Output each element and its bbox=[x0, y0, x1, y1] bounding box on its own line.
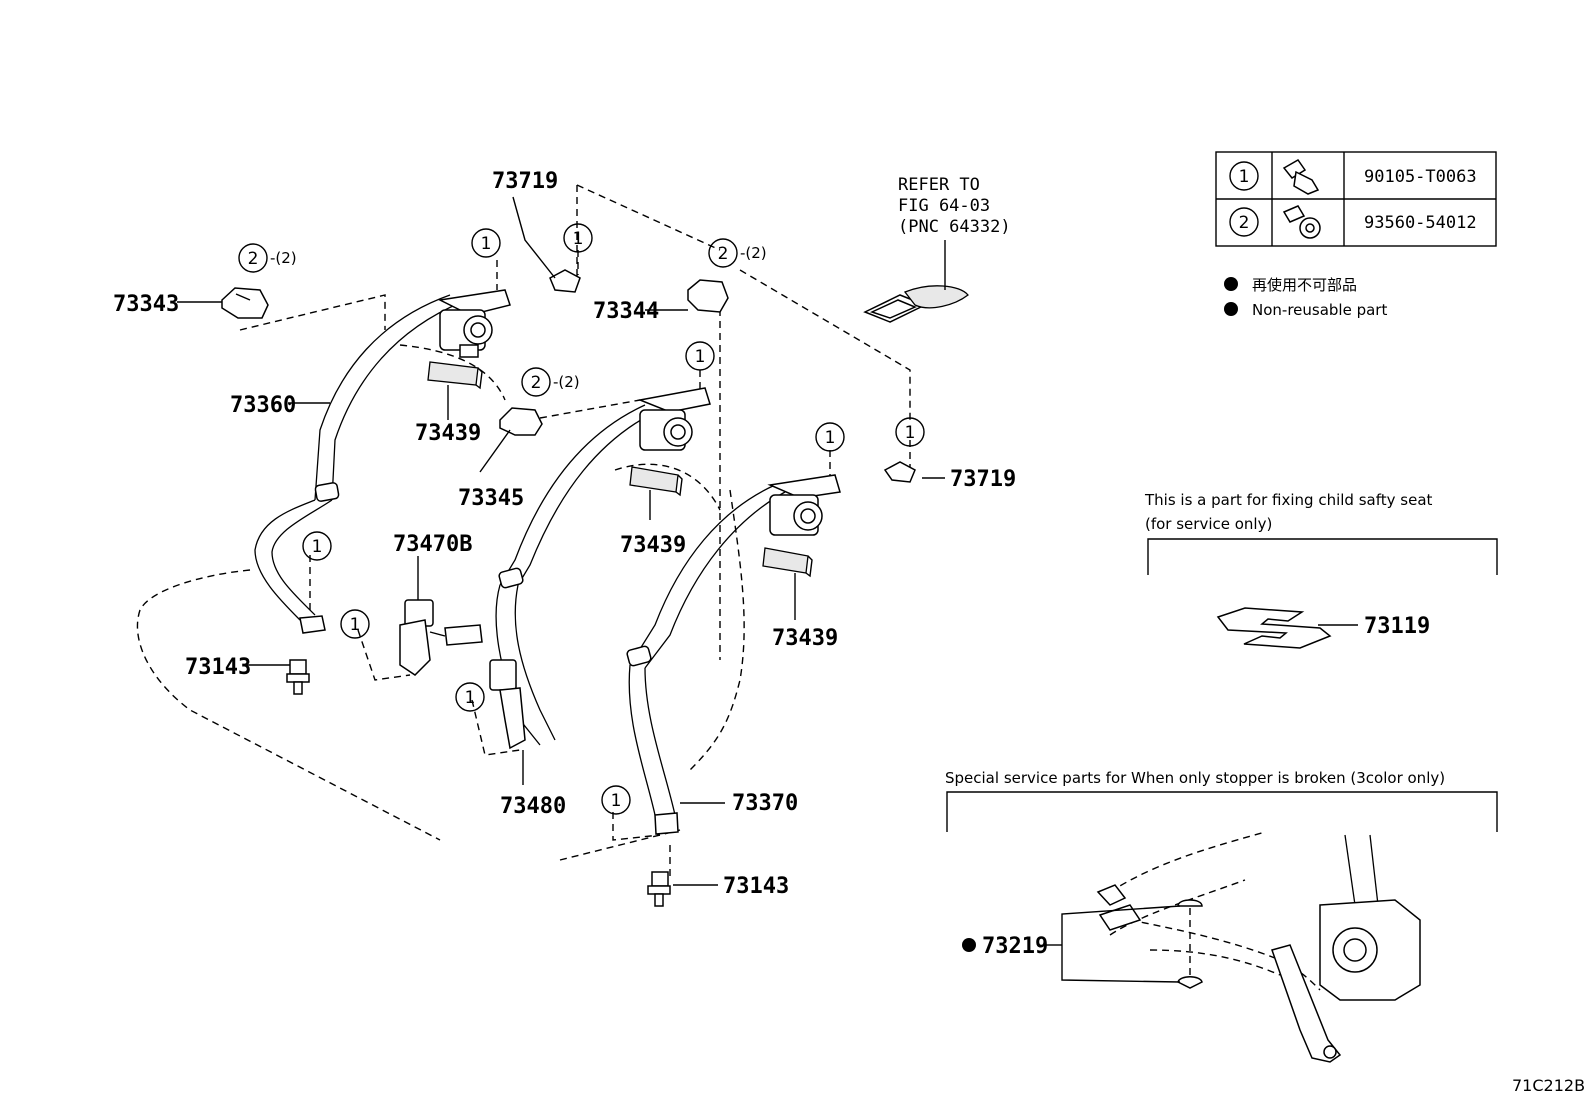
child-seat-title: This is a part for fixing child safty se… bbox=[1144, 491, 1433, 509]
retractor-right bbox=[767, 474, 841, 536]
part-label-73719: 73719 bbox=[492, 169, 558, 194]
callout-1-f: 1 bbox=[302, 531, 332, 561]
seat-outline bbox=[136, 569, 441, 841]
cover-reference bbox=[863, 240, 969, 323]
callout-number: 1 bbox=[611, 791, 622, 811]
callout-1-a: 1 bbox=[471, 228, 501, 258]
part-label-73219: 73219 bbox=[982, 934, 1048, 959]
part-label-73719: 73719 bbox=[950, 467, 1016, 492]
legend: 再使用不可部品 Non-reusable part bbox=[1224, 276, 1387, 319]
part-label-73480: 73480 bbox=[500, 794, 566, 819]
table-row: 1 90105-T0063 bbox=[1229, 159, 1477, 195]
table-row: 2 93560-54012 bbox=[1229, 205, 1477, 239]
buckle-73480 bbox=[489, 659, 526, 750]
callout-1-i: 1 bbox=[601, 785, 631, 815]
callout-number: 1 bbox=[825, 428, 836, 448]
special-service-note: Special service parts for When only stop… bbox=[945, 769, 1498, 832]
callout-1-h: 1 bbox=[455, 682, 485, 712]
refer-note: REFER TO FIG 64-03 (PNC 64332) bbox=[898, 175, 1011, 237]
pad-73439-b bbox=[629, 466, 683, 497]
bracket-73719-top bbox=[549, 269, 581, 293]
legend-english: Non-reusable part bbox=[1252, 301, 1387, 319]
seat-belt-73370 bbox=[626, 484, 786, 835]
bracket-73719-right bbox=[883, 461, 916, 483]
non-reusable-bullet-icon bbox=[962, 938, 976, 952]
child-seat-note: This is a part for fixing child safty se… bbox=[1144, 491, 1498, 575]
special-service-title: Special service parts for When only stop… bbox=[945, 769, 1445, 787]
part-label-73119: 73119 bbox=[1364, 614, 1430, 639]
clip-73345 bbox=[499, 407, 543, 436]
callout-number: 1 bbox=[905, 423, 916, 443]
screw-icon bbox=[1282, 205, 1321, 239]
callout-number: 2 bbox=[718, 244, 729, 264]
callout-1-d: 1 bbox=[815, 422, 845, 452]
seat-belt-center bbox=[495, 404, 656, 746]
fastener-part-number: 90105-T0063 bbox=[1364, 167, 1477, 187]
bullet-icon bbox=[1224, 277, 1238, 291]
legend-japanese: 再使用不可部品 bbox=[1252, 276, 1357, 294]
callout-2-b: 2 -(2) bbox=[708, 238, 767, 268]
part-label-73439: 73439 bbox=[620, 533, 686, 558]
callout-number: 1 bbox=[481, 234, 492, 254]
pad-73439-a bbox=[427, 361, 483, 390]
part-label-73439: 73439 bbox=[415, 421, 481, 446]
callout-number: 1 bbox=[350, 615, 361, 635]
fastener-ref: 2 bbox=[1239, 213, 1250, 233]
callout-number: 1 bbox=[465, 688, 476, 708]
special-service-illustration: 73219 bbox=[962, 831, 1421, 1063]
buckle-73470B bbox=[399, 599, 483, 676]
part-label-73143: 73143 bbox=[185, 655, 251, 680]
part-label-73143: 73143 bbox=[723, 874, 789, 899]
part-label-73439: 73439 bbox=[772, 626, 838, 651]
callout-1-e: 1 bbox=[895, 417, 925, 447]
callout-qty: -(2) bbox=[740, 244, 767, 262]
refer-line-3: (PNC 64332) bbox=[898, 217, 1011, 237]
part-label-73360: 73360 bbox=[230, 393, 296, 418]
callout-number: 1 bbox=[573, 229, 584, 249]
part-label-73343: 73343 bbox=[113, 292, 179, 317]
callout-1-c: 1 bbox=[685, 341, 715, 371]
seat-back-outline bbox=[559, 829, 681, 861]
retractor-left bbox=[437, 289, 511, 358]
refer-line-1: REFER TO bbox=[898, 175, 980, 195]
figure-code: 71C212B bbox=[1512, 1076, 1585, 1095]
retractor-center bbox=[637, 387, 711, 451]
callout-number: 2 bbox=[531, 373, 542, 393]
callout-number: 1 bbox=[695, 347, 706, 367]
callout-2-c: 2 -(2) bbox=[521, 367, 580, 397]
bolt-73143-right bbox=[647, 871, 671, 907]
fastener-ref: 1 bbox=[1239, 167, 1250, 187]
plate-73119: 73119 bbox=[1216, 607, 1430, 649]
callout-1-b: 1 bbox=[563, 223, 593, 253]
part-label-73370: 73370 bbox=[732, 791, 798, 816]
callout-2-a: 2 -(2) bbox=[238, 243, 297, 273]
child-seat-subtitle: (for service only) bbox=[1145, 515, 1272, 533]
callout-qty: -(2) bbox=[553, 373, 580, 391]
part-label-73345: 73345 bbox=[458, 486, 524, 511]
seat-belt-73360 bbox=[254, 294, 463, 634]
part-label-73344: 73344 bbox=[593, 299, 659, 324]
refer-line-2: FIG 64-03 bbox=[898, 196, 990, 216]
bolt-icon bbox=[1282, 159, 1320, 195]
clip-73344 bbox=[687, 279, 729, 313]
fastener-table: 1 90105-T0063 2 93560-54012 bbox=[1215, 151, 1497, 247]
bullet-icon bbox=[1224, 302, 1238, 316]
callout-1-g: 1 bbox=[340, 609, 370, 639]
fastener-part-number: 93560-54012 bbox=[1364, 213, 1477, 233]
callout-number: 1 bbox=[312, 537, 323, 557]
callout-qty: -(2) bbox=[270, 249, 297, 267]
pad-73439-c bbox=[762, 547, 813, 578]
part-label-73470B: 73470B bbox=[393, 532, 472, 557]
clip-73343 bbox=[221, 287, 269, 319]
callout-number: 2 bbox=[248, 249, 259, 269]
bolt-73143-left bbox=[286, 659, 310, 695]
